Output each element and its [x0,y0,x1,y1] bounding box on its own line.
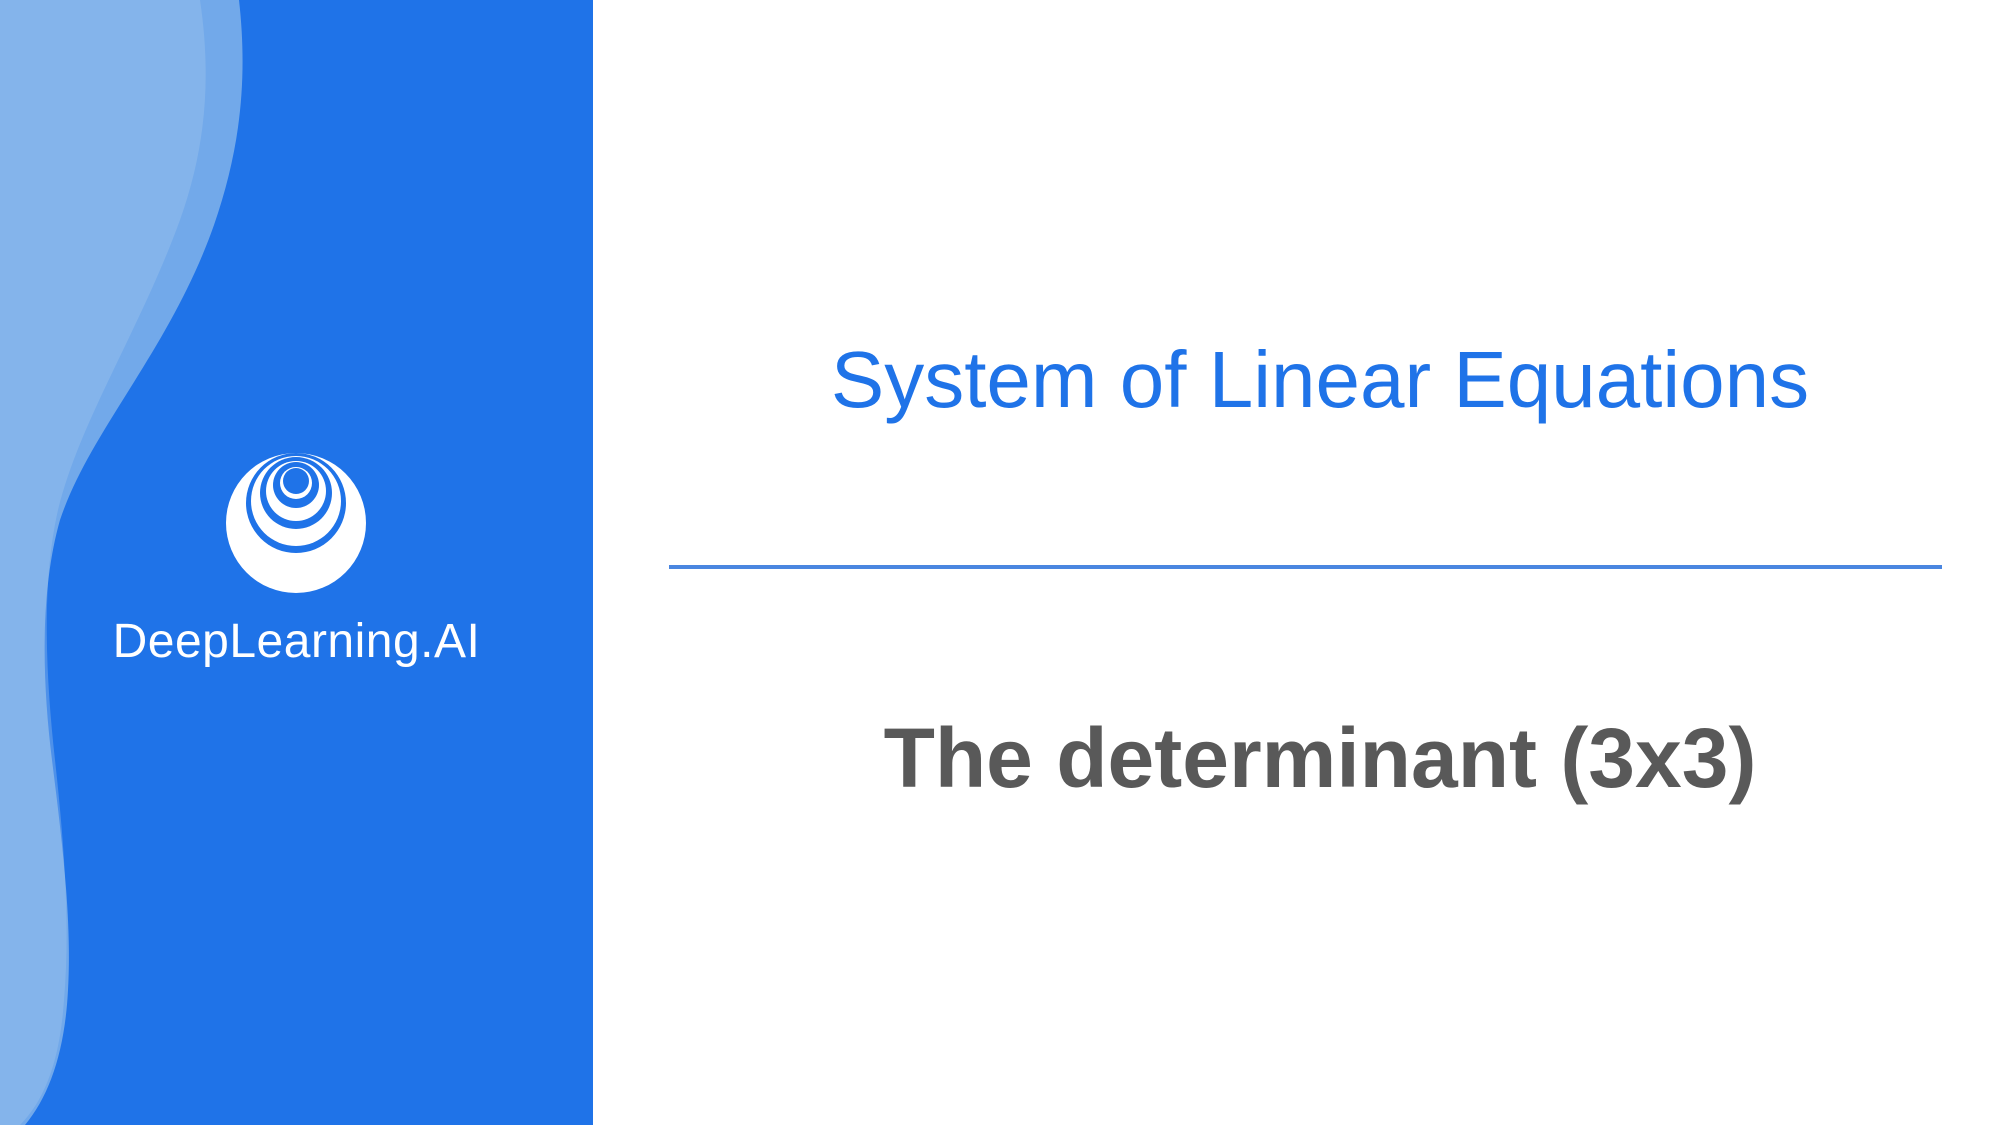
slide-title: System of Linear Equations [830,335,1810,424]
brand-name: DeepLearning.AI [112,615,481,668]
decorative-wave [0,0,243,1125]
brand-panel: DeepLearning.AI [0,0,593,1125]
title-divider [669,565,1942,569]
slide-subtitle: The determinant (3x3) [883,711,1757,805]
deeplearning-logo-icon [226,453,366,593]
